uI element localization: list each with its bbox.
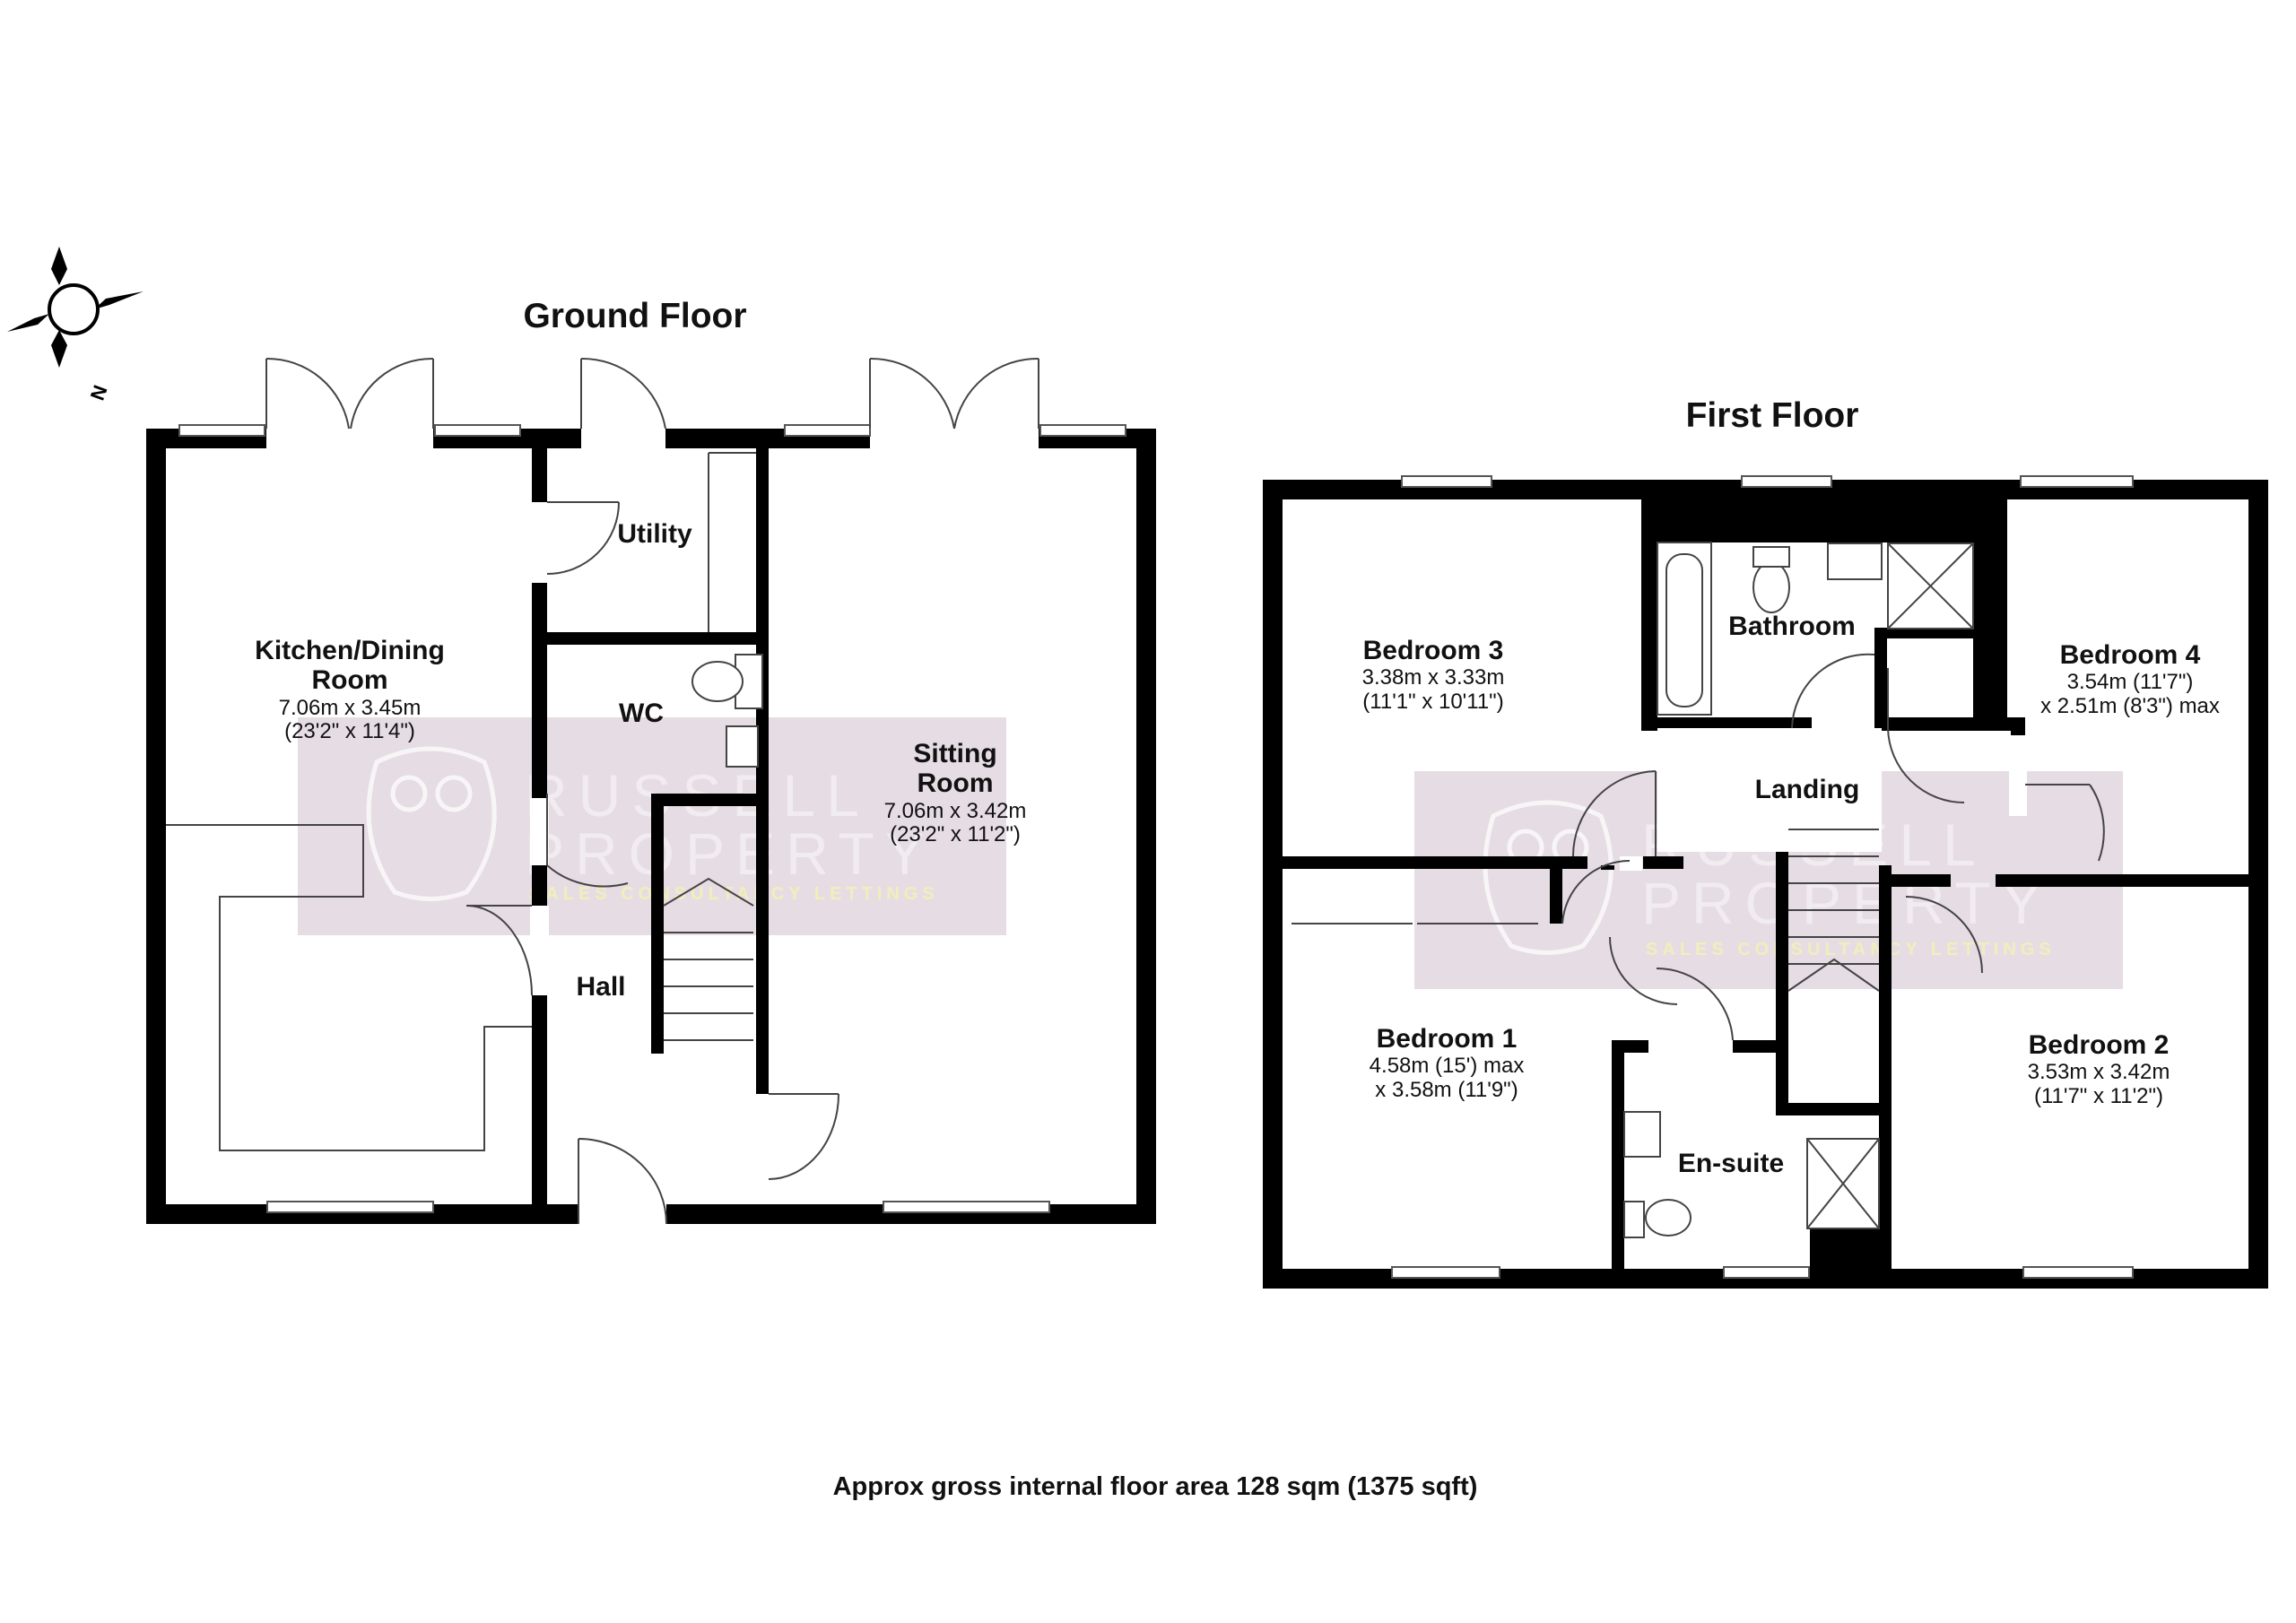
room-name: Bedroom 4 — [2060, 640, 2201, 670]
room-bedroom-1: Bedroom 1 4.58m (15') max x 3.58m (11'9"… — [1370, 1024, 1525, 1102]
room-landing: Landing — [1755, 775, 1860, 804]
first-floor-doors — [1292, 653, 2105, 1041]
room-kitchen-dining: Kitchen/Dining Room 7.06m x 3.45m (23'2"… — [255, 636, 445, 743]
room-wc: WC — [619, 699, 664, 728]
room-name-line2: Room — [918, 768, 994, 798]
room-dim-imperial: (11'7" x 11'2") — [2034, 1084, 2163, 1108]
room-sitting: Sitting Room 7.06m x 3.42m (23'2" x 11'2… — [884, 739, 1027, 846]
first-floor-walls — [1263, 480, 2268, 1289]
room-name: Landing — [1755, 775, 1860, 804]
room-dim-imperial: (23'2" x 11'2") — [890, 822, 1021, 846]
room-dim-metric: 7.06m x 3.45m — [279, 696, 422, 720]
room-bathroom: Bathroom — [1728, 612, 1856, 641]
room-dim-line2: x 3.58m (11'9") — [1375, 1078, 1518, 1102]
first-floor-windows — [1391, 475, 2134, 1279]
room-dim-line1: 3.54m (11'7") — [2067, 670, 2194, 694]
owl-logo-icon — [366, 746, 497, 901]
room-dim-imperial: (23'2" x 11'4") — [284, 719, 415, 743]
first-floor-fixtures — [1623, 542, 1974, 1238]
watermark-ground: RUSSELL PROPERTY SALES CONSULTANCY LETTI… — [298, 717, 1006, 935]
room-name: En-suite — [1678, 1149, 1784, 1178]
watermark-tagline: SALES CONSULTANCY LETTINGS — [529, 884, 939, 904]
first-floor-openings — [1620, 728, 2027, 1055]
first-floor-title: First Floor — [1686, 396, 1859, 435]
room-dim-metric: 3.38m x 3.33m — [1362, 665, 1505, 690]
room-name-line2: Room — [312, 665, 388, 695]
compass-north-label: N — [86, 382, 112, 403]
room-hall: Hall — [576, 972, 625, 1002]
room-name-line1: Kitchen/Dining — [255, 636, 445, 665]
watermark-line2: PROPERTY — [1641, 870, 2052, 936]
room-name: WC — [619, 699, 664, 728]
room-name: Bathroom — [1728, 612, 1856, 641]
ground-floor-title: Ground Floor — [523, 297, 746, 335]
room-bedroom-2: Bedroom 2 3.53m x 3.42m (11'7" x 11'2") — [2028, 1030, 2170, 1108]
ground-floor-doors — [265, 357, 1039, 1225]
ground-floor-fixtures — [166, 452, 763, 1151]
room-name: Utility — [617, 519, 692, 549]
room-name-line1: Sitting — [913, 739, 996, 768]
room-dim-imperial: (11'1" x 10'11") — [1362, 690, 1503, 714]
room-bedroom-3: Bedroom 3 3.38m x 3.33m (11'1" x 10'11") — [1362, 636, 1505, 714]
room-dim-metric: 7.06m x 3.42m — [884, 799, 1027, 823]
room-dim-metric: 3.53m x 3.42m — [2028, 1060, 2170, 1084]
room-name: Bedroom 2 — [2029, 1030, 2170, 1060]
room-dim-line1: 4.58m (15') max — [1370, 1054, 1525, 1078]
room-ensuite: En-suite — [1678, 1149, 1784, 1178]
floor-area-summary: Approx gross internal floor area 128 sqm… — [833, 1472, 1478, 1501]
room-name: Bedroom 3 — [1363, 636, 1504, 665]
ground-floor-windows — [178, 424, 1126, 1213]
compass-icon: N — [7, 247, 144, 404]
room-utility: Utility — [617, 519, 692, 549]
room-name: Hall — [576, 972, 625, 1002]
room-bedroom-4: Bedroom 4 3.54m (11'7") x 2.51m (8'3") m… — [2040, 640, 2220, 718]
room-dim-line2: x 2.51m (8'3") max — [2040, 694, 2220, 718]
watermark-line2: PROPERTY — [525, 820, 935, 887]
watermark-tagline: SALES CONSULTANCY LETTINGS — [1646, 940, 2056, 959]
room-name: Bedroom 1 — [1377, 1024, 1518, 1054]
ground-floor-openings — [266, 427, 1039, 1226]
